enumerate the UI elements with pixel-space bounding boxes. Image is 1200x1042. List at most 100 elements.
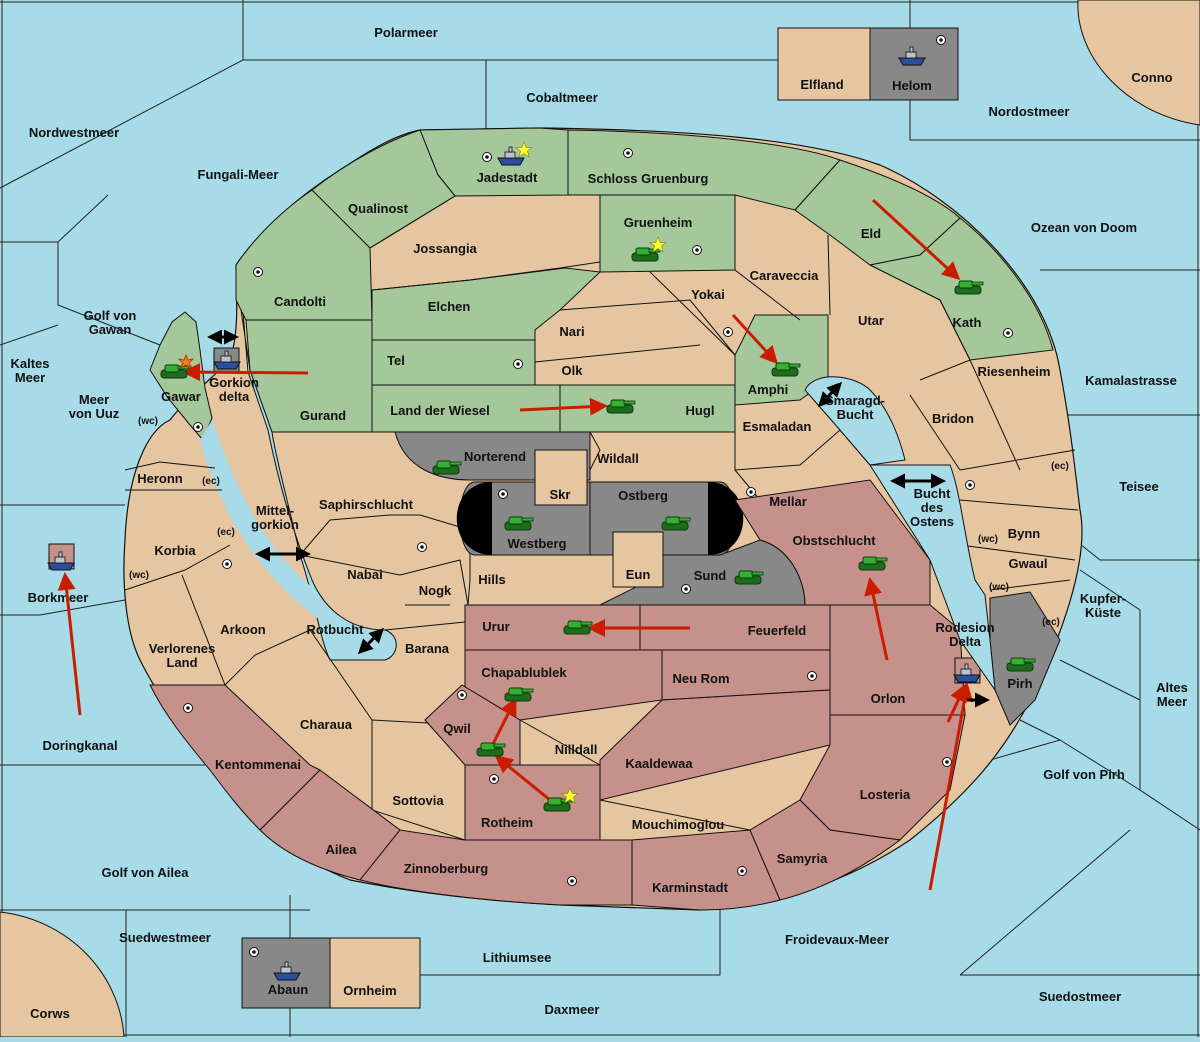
label-golf-von-pirh: Golf von Pirh: [1043, 767, 1125, 782]
tank-icon[interactable]: [504, 687, 534, 702]
label-caraveccia: Caraveccia: [750, 268, 819, 283]
ornheim-region[interactable]: [329, 937, 421, 1009]
label-qualinost: Qualinost: [348, 201, 409, 216]
tank-icon[interactable]: [504, 516, 534, 531]
coast-pirh-ec: (ec): [1042, 617, 1060, 628]
label-gwaul: Gwaul: [1008, 556, 1047, 571]
label-karminstadt: Karminstadt: [652, 880, 729, 895]
label-olk: Olk: [562, 363, 584, 378]
move-arrow: [731, 313, 779, 365]
label-mittelgorkion: Mittel-gorkion: [251, 503, 299, 532]
supply-center-icon: [942, 757, 952, 767]
label-elchen: Elchen: [428, 299, 471, 314]
label-yokai: Yokai: [691, 287, 725, 302]
label-rotheim: Rotheim: [481, 815, 533, 830]
move-arrow: [182, 363, 309, 382]
coast-labels: (wc)(ec)(ec)(wc)(ec)(wc)(wc)(ec): [129, 416, 1069, 628]
coast-bynn-wc: (wc): [978, 534, 998, 545]
move-arrow: [57, 572, 82, 716]
supply-center-icon: [513, 359, 523, 369]
label-doringkanal: Doringkanal: [42, 738, 117, 753]
label-ornheim: Ornheim: [343, 983, 396, 998]
label-kupfer-kueste: Kupfer-Küste: [1080, 591, 1126, 620]
label-kentommenai: Kentommenai: [215, 757, 301, 772]
samyria-region[interactable]: [749, 799, 902, 901]
qualinost-region[interactable]: [311, 129, 456, 249]
supply-center-icon: [681, 584, 691, 594]
label-eld: Eld: [861, 226, 881, 241]
tank-icon[interactable]: [606, 399, 636, 414]
conno-region[interactable]: [1077, 0, 1200, 126]
supply-center-icon: [567, 876, 577, 886]
skr-region[interactable]: [534, 449, 588, 506]
label-polarmeer: Polarmeer: [374, 25, 438, 40]
tank-icon[interactable]: [1006, 657, 1036, 672]
tank-icon[interactable]: [563, 620, 593, 635]
tank-icon[interactable]: [160, 364, 190, 379]
tank-icon[interactable]: [771, 362, 801, 377]
label-cobaltmeer: Cobaltmeer: [526, 90, 598, 105]
label-skr: Skr: [550, 487, 571, 502]
label-amphi: Amphi: [748, 382, 788, 397]
label-teisee: Teisee: [1119, 479, 1159, 494]
label-elfland: Elfland: [800, 77, 843, 92]
tank-icon[interactable]: [734, 570, 764, 585]
label-samyria: Samyria: [777, 851, 828, 866]
label-helom: Helom: [892, 78, 932, 93]
label-hills: Hills: [478, 572, 505, 587]
supply-center-icon: [737, 866, 747, 876]
move-arrow: [519, 397, 608, 416]
obstschlucht-region[interactable]: [734, 479, 931, 606]
label-sottovia: Sottovia: [392, 793, 444, 808]
double-arrow: [357, 627, 385, 655]
supply-center-icon: [253, 267, 263, 277]
label-tel: Tel: [387, 353, 405, 368]
gray-power: [394, 431, 1061, 726]
label-rotbucht: Rotbucht: [306, 622, 364, 637]
label-neu-rom: Neu Rom: [672, 671, 729, 686]
label-abaun: Abaun: [268, 982, 309, 997]
label-bridon: Bridon: [932, 411, 974, 426]
corws-region[interactable]: [0, 911, 125, 1038]
supply-center-icon: [183, 703, 193, 713]
label-nogk: Nogk: [419, 583, 452, 598]
south-borders: [519, 719, 751, 831]
label-nari: Nari: [559, 324, 584, 339]
move-orders: [57, 198, 974, 891]
bucht-des-ostens-sea: [869, 464, 996, 692]
supply-center-icon: [222, 559, 232, 569]
tank-icon[interactable]: [661, 516, 691, 531]
label-suedostmeer: Suedostmeer: [1039, 989, 1121, 1004]
supply-center-icon: [723, 327, 733, 337]
label-jossangia: Jossangia: [413, 241, 477, 256]
label-norterend: Norterend: [464, 449, 526, 464]
supply-center-icon: [746, 487, 756, 497]
label-land-der-wiesel: Land der Wiesel: [390, 403, 490, 418]
tank-icon[interactable]: [432, 460, 462, 475]
label-feuerfeld: Feuerfeld: [748, 623, 807, 638]
label-mouchimoglou: Mouchimoglou: [632, 817, 724, 832]
tank-icon[interactable]: [954, 280, 984, 295]
label-borkmeer: Borkmeer: [28, 590, 89, 605]
explosion-icon: [177, 353, 195, 369]
label-ailea: Ailea: [325, 842, 357, 857]
supply-center-icon: [249, 947, 259, 957]
tank-icon[interactable]: [476, 742, 506, 757]
label-nilldall: Nilldall: [555, 742, 598, 757]
gruenheim-region[interactable]: [599, 194, 736, 273]
eun-region[interactable]: [612, 531, 664, 588]
label-fungali-meer: Fungali-Meer: [198, 167, 279, 182]
label-bynn: Bynn: [1008, 526, 1041, 541]
tank-icon[interactable]: [858, 556, 888, 571]
move-arrow: [871, 198, 961, 281]
inner-sea-west: [200, 420, 320, 620]
label-gawar: Gawar: [161, 389, 201, 404]
label-jadestadt: Jadestadt: [477, 170, 538, 185]
westberg-cap: [456, 482, 492, 555]
